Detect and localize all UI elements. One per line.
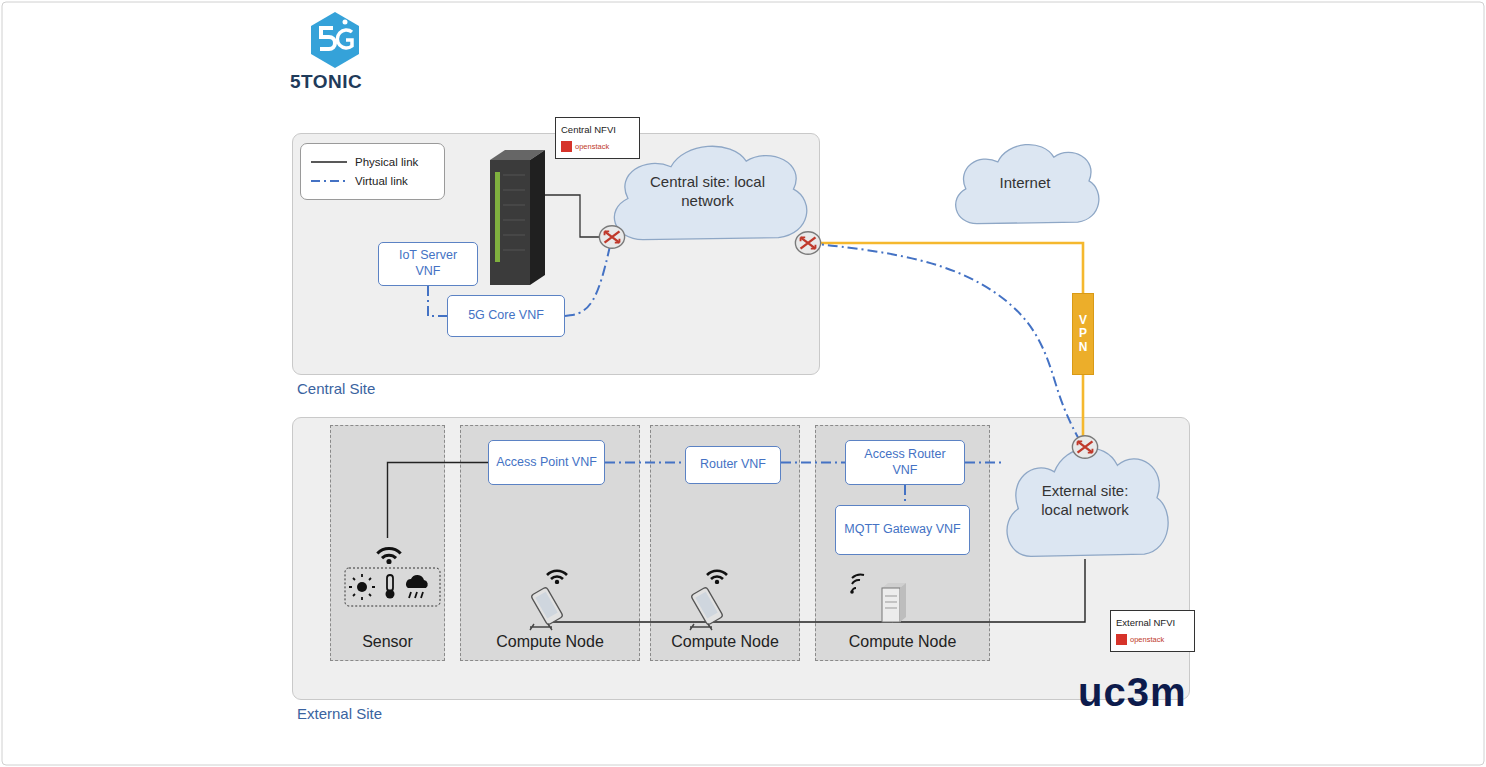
vnf-box: Access Router VNF [845, 440, 965, 485]
logo-5tonic [311, 12, 359, 68]
device-column: Access Point VNF Compute Node [460, 425, 640, 661]
nfvi-badge: External NFVI openstack [1110, 610, 1195, 652]
vnf-label: Router VNF [700, 457, 766, 473]
platform-label: openstack [1130, 635, 1164, 644]
edge-server [900, 583, 906, 622]
logo-5tonic [320, 28, 335, 49]
legend-line-sample [309, 176, 349, 186]
node-caption: Compute Node [671, 633, 779, 651]
server-rack [503, 175, 525, 250]
sensor-icon [357, 582, 367, 592]
vnf-box: Router VNF [685, 446, 781, 484]
vnf-label: Access Point VNF [496, 455, 597, 471]
platform-label: openstack [1116, 634, 1164, 645]
platform-label: openstack [575, 142, 609, 151]
logo-5tonic [311, 12, 359, 68]
server-rack [490, 150, 545, 285]
router-icon [795, 232, 820, 254]
device-column: Router VNF Compute Node [650, 425, 800, 661]
logo-text: uc3m [1078, 670, 1187, 714]
network-label: Central site: local network [641, 172, 774, 211]
device-column: Sensor [330, 425, 445, 661]
site-label: External Site [297, 705, 382, 722]
node-caption: Compute Node [496, 633, 604, 651]
device-column: Access Router VNF MQTT Gateway VNF Compute… [815, 425, 990, 661]
legend-line-sample [311, 161, 347, 163]
network-cloud: Central site: local network [600, 135, 815, 247]
legend-text: Virtual link [355, 175, 408, 187]
label-holder: uc3m [1078, 670, 1187, 715]
physical-link [547, 621, 707, 622]
vnf-label: MQTT Gateway VNF [844, 522, 960, 538]
cloud-outline [600, 135, 815, 247]
network-cloud: Internet [945, 135, 1105, 230]
legend-row: Virtual link [309, 175, 436, 187]
site-label: Central Site [297, 380, 375, 397]
router-icon [1072, 436, 1097, 458]
logo-text: 5TONIC [290, 71, 362, 92]
vnf-label: IoT Server VNF [385, 248, 471, 279]
server-rack [495, 172, 500, 262]
openstack-logo [1116, 634, 1127, 645]
vpn-link [1082, 375, 1085, 439]
physical-link [707, 621, 893, 622]
nfvi-label: External NFVI [1116, 617, 1175, 628]
legend-text: Physical link [355, 156, 418, 168]
edge-server [850, 590, 854, 594]
vpn-tunnel: VPN [1072, 293, 1094, 375]
sensor-icon [386, 590, 395, 599]
vnf-label: 5G Core VNF [468, 308, 544, 324]
nfvi-label: Central NFVI [561, 124, 616, 135]
site-panel: SensorAccess Point VNFCompute NodeRouter… [292, 417, 1190, 700]
cloud-outline [614, 146, 806, 239]
label-holder: 5TONIC [290, 71, 362, 93]
server-rack [490, 160, 530, 285]
cloud-outline [956, 145, 1099, 224]
router-icon [599, 226, 624, 248]
logo-5tonic [337, 30, 352, 48]
legend-box: Physical linkVirtual link [300, 143, 445, 200]
nfvi-badge: Central NFVI openstack [555, 117, 640, 159]
openstack-logo [561, 141, 572, 152]
server-rack [530, 150, 545, 285]
vnf-box: 5G Core VNF [447, 295, 565, 337]
vpn-link [808, 243, 1083, 293]
legend-line-sample [309, 157, 349, 167]
vnf-box: Access Point VNF [488, 440, 605, 485]
edge-server [885, 596, 897, 608]
network-label: External site: local network [1029, 481, 1141, 520]
legend-row: Physical link [309, 156, 436, 168]
platform-label: openstack [561, 141, 609, 152]
node-caption: Compute Node [849, 633, 957, 651]
virtual-link [808, 243, 1082, 445]
vnf-box: MQTT Gateway VNF [835, 505, 970, 555]
vnf-label: Access Router VNF [852, 447, 958, 478]
cloud-outline [1007, 448, 1168, 556]
vpn-label: VPN [1077, 314, 1089, 354]
logo-5tonic [343, 20, 348, 25]
legend-line-sample [311, 180, 347, 182]
network-label: Internet [1000, 173, 1051, 193]
node-caption: Sensor [362, 633, 413, 651]
edge-server [882, 588, 900, 622]
vnf-box: IoT Server VNF [378, 242, 478, 286]
